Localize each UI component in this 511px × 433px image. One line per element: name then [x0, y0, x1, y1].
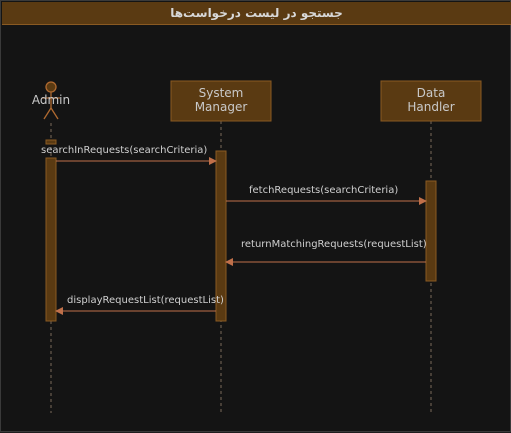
system-manager-label: System Manager [194, 86, 248, 114]
diagram-title: جستجو در لیست درخواست‌ها [170, 6, 343, 20]
message-label-1: searchInRequests(searchCriteria) [41, 145, 208, 156]
system-manager-box [170, 80, 272, 122]
system-manager-activation-bar [215, 150, 227, 322]
data-handler-label: Data Handler [407, 86, 455, 114]
admin-label: Admin [31, 93, 71, 107]
message-label-4: displayRequestList(requestList) [67, 295, 224, 306]
message-label-3: returnMatchingRequests(requestList) [241, 239, 427, 250]
admin-lifeline-cap [45, 139, 57, 145]
admin-activation-bar [45, 157, 57, 322]
data-handler-activation-bar [425, 180, 437, 282]
diagram-title-bar: جستجو در لیست درخواست‌ها [2, 2, 511, 25]
message-label-2: fetchRequests(searchCriteria) [249, 185, 399, 196]
data-handler-box [380, 80, 482, 122]
admin-actor-icon [42, 81, 60, 120]
